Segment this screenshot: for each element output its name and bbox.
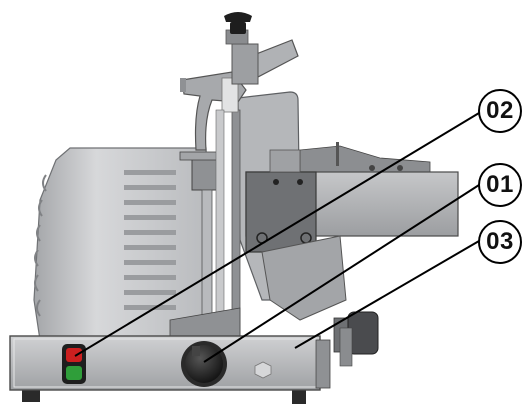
leader-lines — [74, 112, 480, 363]
foot-right — [292, 390, 306, 404]
rotary-knob — [181, 341, 227, 387]
carriage-lock-knob — [333, 311, 379, 367]
carriage-assembly — [245, 142, 459, 321]
callout-01: 01 — [478, 163, 522, 207]
red-indicator-icon — [66, 348, 82, 362]
indicator-lights — [62, 344, 86, 384]
leader-line-02 — [74, 112, 480, 357]
sharpener-arm — [180, 12, 299, 151]
support-column — [179, 109, 225, 341]
callout-03: 03 — [478, 220, 522, 264]
base-plate — [9, 335, 331, 391]
leader-line-01 — [203, 184, 480, 363]
callout-02: 02 — [478, 89, 522, 133]
green-indicator-icon — [66, 366, 82, 380]
top-handle-knob — [224, 12, 252, 34]
feet — [22, 388, 306, 404]
motor-housing — [33, 147, 213, 341]
foot-left — [22, 388, 40, 402]
base-bolt-icon — [254, 361, 272, 379]
housing-edge-ribs — [34, 174, 47, 317]
vent-slots — [124, 170, 176, 310]
leader-line-03 — [294, 240, 480, 349]
